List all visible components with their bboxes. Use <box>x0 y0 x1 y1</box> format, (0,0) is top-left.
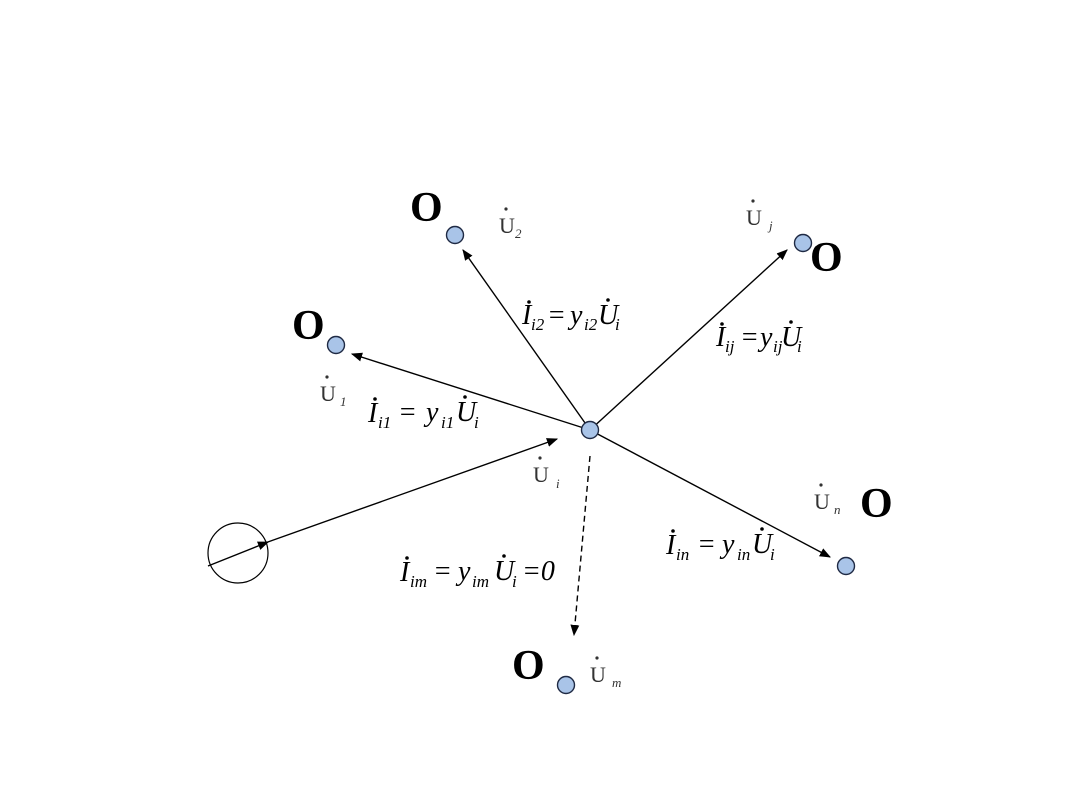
ground-o-m: O <box>512 643 545 689</box>
svg-text:=: = <box>740 322 759 353</box>
current-source-arrow <box>207 541 270 567</box>
svg-text:=0: =0 <box>522 556 555 587</box>
svg-text:U: U <box>598 300 620 331</box>
voltage-label-u1: U 1 <box>320 375 347 409</box>
voltage-label-u2: U 2 <box>499 207 522 241</box>
edge-i-to-m-dashed <box>570 455 591 637</box>
svg-text:1: 1 <box>340 394 347 409</box>
edge-i-to-1 <box>350 352 591 431</box>
node-1 <box>326 335 346 355</box>
svg-text:y: y <box>719 529 735 560</box>
svg-text:i: i <box>474 413 479 432</box>
equation-i1: I i1 = y i1 U i <box>367 395 479 432</box>
svg-text:y: y <box>455 556 471 587</box>
voltage-label-ui: U i <box>533 456 560 491</box>
voltage-label-uj: U j <box>746 199 773 233</box>
svg-text:i1: i1 <box>378 413 391 432</box>
voltage-label-un: U n <box>814 483 841 517</box>
svg-text:i: i <box>615 315 620 334</box>
svg-text:U: U <box>746 205 762 230</box>
edge-source-to-i <box>264 438 559 544</box>
node-2 <box>445 225 465 245</box>
svg-text:i2: i2 <box>584 315 598 334</box>
svg-text:=: = <box>697 529 716 560</box>
ground-o-n: O <box>860 481 893 527</box>
node-m <box>556 675 576 695</box>
svg-text:I: I <box>367 398 379 429</box>
svg-text:im: im <box>472 572 489 591</box>
svg-text:U: U <box>781 322 803 353</box>
svg-text:I: I <box>399 557 411 588</box>
node-j <box>793 233 813 253</box>
svg-text:U: U <box>499 213 515 238</box>
svg-text:U: U <box>494 556 516 587</box>
edge-i-to-n <box>589 429 831 558</box>
svg-text:I: I <box>665 530 677 561</box>
edge-i-to-j <box>589 249 788 431</box>
svg-text:i: i <box>770 545 775 564</box>
ground-o-2: O <box>410 185 443 231</box>
svg-text:U: U <box>814 489 830 514</box>
svg-text:=: = <box>398 397 417 428</box>
equation-im: I im = y im U i =0 <box>399 554 555 591</box>
svg-text:i: i <box>797 337 802 356</box>
svg-text:in: in <box>676 545 689 564</box>
svg-text:U: U <box>456 397 478 428</box>
svg-text:i: i <box>512 572 517 591</box>
equation-i2: I i2 = y i2 U i <box>521 298 620 334</box>
svg-text:j: j <box>767 218 773 233</box>
svg-text:in: in <box>737 545 750 564</box>
ground-o-1: O <box>292 303 325 349</box>
svg-text:i1: i1 <box>441 413 454 432</box>
svg-text:2: 2 <box>515 226 522 241</box>
svg-text:ij: ij <box>773 337 783 356</box>
svg-text:n: n <box>834 502 841 517</box>
svg-text:y: y <box>757 322 773 353</box>
svg-text:y: y <box>567 300 583 331</box>
svg-text:i2: i2 <box>531 315 545 334</box>
svg-text:i: i <box>556 476 560 491</box>
voltage-label-um: U m <box>590 656 621 690</box>
svg-text:U: U <box>320 381 336 406</box>
node-n <box>836 556 856 576</box>
ground-o-j: O <box>810 235 843 281</box>
svg-text:U: U <box>533 462 549 487</box>
svg-text:I: I <box>715 322 727 353</box>
svg-text:y: y <box>423 397 439 428</box>
svg-text:=: = <box>547 300 566 331</box>
svg-text:I: I <box>521 300 533 331</box>
svg-text:U: U <box>590 662 606 687</box>
current-source <box>207 522 269 584</box>
equation-ij: I ij = y ij U i <box>715 320 803 356</box>
svg-text:im: im <box>410 572 427 591</box>
svg-text:m: m <box>612 675 621 690</box>
edge-i-to-2 <box>462 249 591 431</box>
equation-in: I in = y in U i <box>665 527 775 564</box>
svg-text:ij: ij <box>725 337 735 356</box>
node-i <box>580 420 600 440</box>
svg-text:U: U <box>752 529 774 560</box>
svg-text:=: = <box>433 556 452 587</box>
